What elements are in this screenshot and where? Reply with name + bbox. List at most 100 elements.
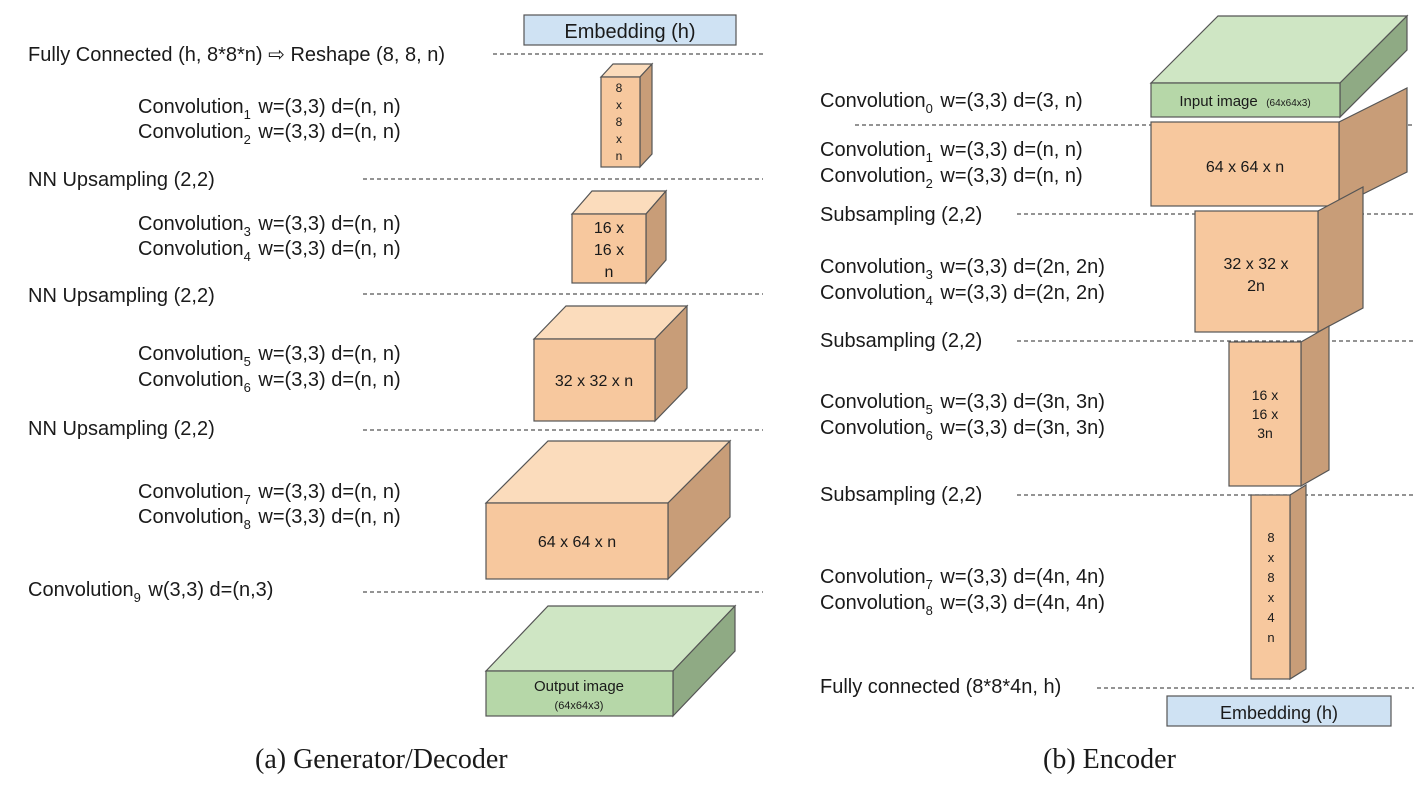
conv-params: w(3,3) d=(n,3) [142, 579, 274, 601]
conv-name: Convolution [138, 481, 244, 503]
encoder-block4-text-3: 8 [1267, 570, 1274, 585]
decoder-block1-text-4: x [616, 132, 622, 146]
conv-index: 7 [243, 492, 251, 507]
conv-params: w=(3,3) d=(3n, 3n) [934, 417, 1105, 439]
conv-params: w=(3,3) d=(n, n) [252, 96, 401, 118]
encoder-conv5-label: Convolution5 w=(3,3) d=(3n, 3n) [820, 390, 1105, 417]
decoder-fc-label: Fully Connected (h, 8*8*n) ⇨ Reshape (8,… [28, 44, 445, 66]
conv-name: Convolution [138, 506, 244, 528]
encoder-block3-text-3: 3n [1257, 425, 1273, 441]
encoder-block2-text-2: 2n [1247, 278, 1265, 295]
decoder-embedding-label: Embedding (h) [564, 21, 695, 43]
encoder-block4-text-1: 8 [1267, 530, 1274, 545]
conv-index: 2 [243, 132, 251, 147]
conv-index: 7 [925, 577, 933, 592]
decoder-embedding-box: Embedding (h) [523, 14, 737, 46]
encoder-conv8-label: Convolution8 w=(3,3) d=(4n, 4n) [820, 591, 1105, 618]
encoder-fc-label: Fully connected (8*8*4n, h) [820, 676, 1062, 698]
decoder-block2-text-2: 16 x [594, 242, 624, 259]
conv-index: 1 [925, 150, 933, 165]
conv-name: Convolution [820, 391, 926, 413]
conv-index: 3 [925, 267, 933, 282]
conv-name: Convolution [820, 282, 926, 304]
encoder-block-64x64xn: 64 x 64 x n [1150, 87, 1408, 207]
decoder-conv7-label: Convolution7 w=(3,3) d=(n, n) [138, 480, 401, 507]
conv-name: Convolution [820, 256, 926, 278]
encoder-input-text: Input image [1179, 93, 1257, 110]
conv-params: w=(3,3) d=(n, n) [252, 481, 401, 503]
decoder-block1-text-2: x [616, 98, 622, 112]
encoder-conv1-label: Convolution1 w=(3,3) d=(n, n) [820, 138, 1083, 165]
conv-name: Convolution [820, 139, 926, 161]
encoder-block3-text-1: 16 x [1252, 387, 1278, 403]
conv-name: Convolution [820, 592, 926, 614]
encoder-caption: (b) Encoder [1043, 744, 1176, 775]
decoder-conv6-label: Convolution6 w=(3,3) d=(n, n) [138, 368, 401, 395]
encoder-subsampling-1-label: Subsampling (2,2) [820, 204, 983, 226]
decoder-block-8x8xn: 8 x 8 x n [599, 62, 654, 169]
encoder-conv0-label: Convolution0 w=(3,3) d=(3, n) [820, 89, 1083, 116]
encoder-subsampling-3-label: Subsampling (2,2) [820, 484, 983, 506]
decoder-block-16x16xn: 16 x 16 x n [570, 189, 668, 285]
decoder-block2-text-1: 16 x [594, 220, 624, 237]
conv-name: Convolution [820, 417, 926, 439]
conv-name: Convolution [28, 579, 134, 601]
conv-index: 4 [925, 293, 933, 308]
encoder-embedding-box: Embedding (h) [1166, 695, 1392, 727]
encoder-block4-text-4: x [1268, 590, 1275, 605]
decoder-block1-text-5: n [616, 149, 623, 163]
decoder-block3-text: 32 x 32 x n [555, 373, 633, 390]
decoder-block-64x64xn: 64 x 64 x n [484, 439, 732, 581]
conv-params: w=(3,3) d=(n, n) [252, 506, 401, 528]
decoder-output-label: Output image [534, 678, 624, 695]
conv-name: Convolution [820, 90, 926, 112]
conv-params: w=(3,3) d=(3, n) [934, 90, 1083, 112]
decoder-block2-text-3: n [605, 264, 614, 281]
decoder-block1-text-1: 8 [616, 81, 623, 95]
decoder-upsampling-2-label: NN Upsampling (2,2) [28, 285, 215, 307]
conv-params: w=(3,3) d=(n, n) [252, 121, 401, 143]
conv-params: w=(3,3) d=(4n, 4n) [934, 566, 1105, 588]
conv-name: Convolution [138, 369, 244, 391]
conv-params: w=(3,3) d=(n, n) [934, 165, 1083, 187]
conv-name: Convolution [138, 121, 244, 143]
encoder-block4-text-5: 4 [1267, 610, 1274, 625]
conv-index: 6 [925, 428, 933, 443]
decoder-conv9-label: Convolution9 w(3,3) d=(n,3) [28, 578, 274, 605]
encoder-block4-text-6: n [1267, 630, 1274, 645]
decoder-block4-text: 64 x 64 x n [538, 534, 616, 551]
conv-params: w=(3,3) d=(2n, 2n) [934, 282, 1105, 304]
encoder-conv3-label: Convolution3 w=(3,3) d=(2n, 2n) [820, 255, 1105, 282]
conv-name: Convolution [138, 343, 244, 365]
conv-name: Convolution [820, 566, 926, 588]
encoder-block-8x8x4n: 8 x 8 x 4 n [1250, 483, 1307, 681]
conv-params: w=(3,3) d=(n, n) [934, 139, 1083, 161]
conv-index: 3 [243, 224, 251, 239]
encoder-block1-text: 64 x 64 x n [1206, 159, 1284, 176]
encoder-block4-text-2: x [1268, 550, 1275, 565]
encoder-conv2-label: Convolution2 w=(3,3) d=(n, n) [820, 164, 1083, 191]
conv-name: Convolution [138, 96, 244, 118]
decoder-output-image-block: Output image (64x64x3) [484, 604, 737, 718]
conv-index: 5 [243, 354, 251, 369]
conv-params: w=(3,3) d=(n, n) [252, 238, 401, 260]
decoder-block-32x32xn: 32 x 32 x n [532, 304, 689, 423]
conv-params: w=(3,3) d=(4n, 4n) [934, 592, 1105, 614]
decoder-conv5-label: Convolution5 w=(3,3) d=(n, n) [138, 342, 401, 369]
decoder-output-size: (64x64x3) [555, 700, 604, 712]
decoder-caption: (a) Generator/Decoder [255, 744, 508, 775]
conv-params: w=(3,3) d=(n, n) [252, 343, 401, 365]
encoder-conv6-label: Convolution6 w=(3,3) d=(3n, 3n) [820, 416, 1105, 443]
conv-index: 6 [243, 380, 251, 395]
conv-params: w=(3,3) d=(3n, 3n) [934, 391, 1105, 413]
encoder-embedding-label: Embedding (h) [1220, 703, 1338, 723]
conv-params: w=(3,3) d=(n, n) [252, 369, 401, 391]
conv-params: w=(3,3) d=(2n, 2n) [934, 256, 1105, 278]
conv-index: 1 [243, 107, 251, 122]
conv-index: 5 [925, 402, 933, 417]
decoder-upsampling-1-label: NN Upsampling (2,2) [28, 169, 215, 191]
encoder-conv4-label: Convolution4 w=(3,3) d=(2n, 2n) [820, 281, 1105, 308]
encoder-block3-text-2: 16 x [1252, 406, 1278, 422]
decoder-conv8-label: Convolution8 w=(3,3) d=(n, n) [138, 505, 401, 532]
